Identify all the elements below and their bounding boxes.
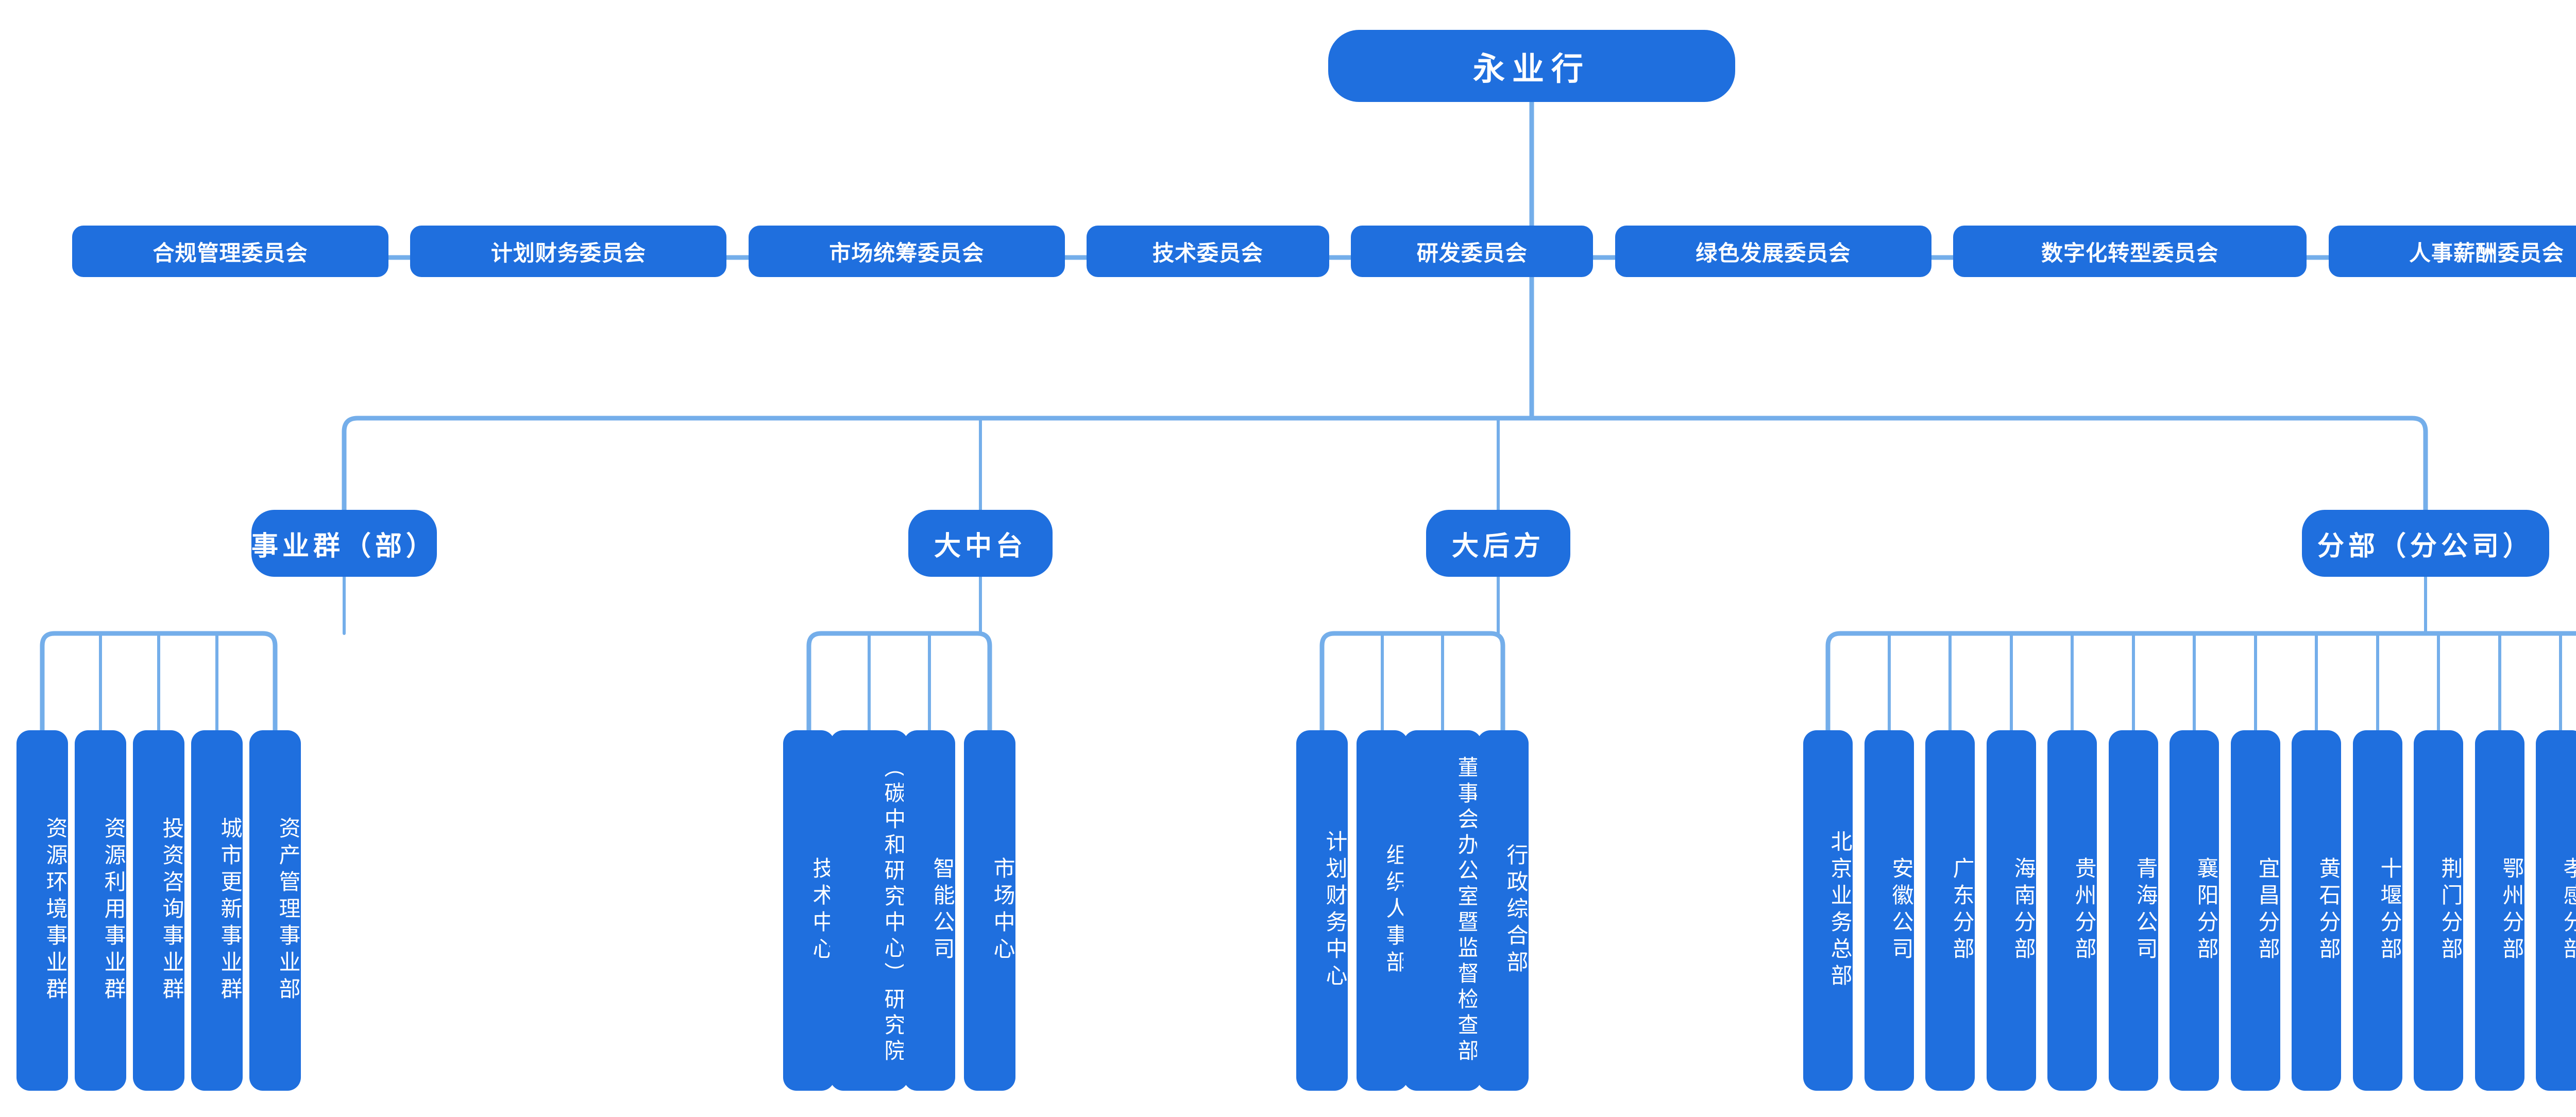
- leaf-label: 资源环境事业群: [43, 817, 67, 1004]
- committee-label: 研发委员会: [1416, 240, 1528, 265]
- leaf-node-3-3[interactable]: 董事会办公室暨监督检查部: [1403, 730, 1482, 1091]
- root-node[interactable]: 永业行: [1328, 30, 1735, 102]
- leaf-label: 计划财务中心: [1323, 830, 1347, 991]
- leaf-node-4-4[interactable]: 海南分部: [1987, 730, 2036, 1091]
- group-label: 事业群（部）: [251, 531, 437, 561]
- leaf-label: 城市更新事业群: [218, 817, 242, 1004]
- committee-label: 绿色发展委员会: [1696, 240, 1851, 265]
- group-label: 大中台: [934, 531, 1027, 561]
- group-node-1[interactable]: 事业群（部）: [251, 510, 437, 577]
- leaf-label: 青海公司: [2133, 857, 2158, 964]
- leaf-label: 襄阳分部: [2194, 857, 2218, 964]
- leaf-node-4-10[interactable]: 十堰分部: [2353, 730, 2402, 1091]
- group-label: 分部（分公司）: [2317, 531, 2534, 561]
- committee-7[interactable]: 数字化转型委员会: [1953, 226, 2307, 277]
- leaf-node-2-4[interactable]: 市场中心: [964, 730, 1015, 1091]
- leaf-label: 十堰分部: [2378, 857, 2402, 964]
- committee-label: 合规管理委员会: [152, 240, 308, 265]
- group-node-4[interactable]: 分部（分公司）: [2302, 510, 2549, 577]
- committee-5[interactable]: 研发委员会: [1351, 226, 1594, 277]
- leaf-label: 海南分部: [2011, 857, 2036, 964]
- leaf-label: 广东分部: [1950, 857, 1974, 964]
- leaf-node-1-1[interactable]: 资源环境事业群: [16, 730, 68, 1091]
- leaf-node-2-2[interactable]: （碳中和研究中心）研究院: [830, 730, 908, 1091]
- leaf-label: 智能公司: [930, 857, 955, 964]
- leaf-label: 荆门分部: [2438, 857, 2463, 964]
- leaf-node-4-6[interactable]: 青海公司: [2109, 730, 2158, 1091]
- leaf-label-line2: （碳中和研究中心）: [882, 756, 906, 988]
- leaf-node-3-1[interactable]: 计划财务中心: [1296, 730, 1348, 1091]
- committee-2[interactable]: 计划财务委员会: [410, 226, 727, 277]
- leaf-label: 贵州分部: [2072, 857, 2096, 964]
- leaf-node-4-13[interactable]: 孝感分部: [2536, 730, 2576, 1091]
- leaf-node-1-5[interactable]: 资产管理事业部: [249, 730, 301, 1091]
- committee-label: 数字化转型委员会: [2041, 240, 2219, 265]
- leaf-node-4-3[interactable]: 广东分部: [1925, 730, 1975, 1091]
- committee-3[interactable]: 市场统筹委员会: [748, 226, 1065, 277]
- committee-1[interactable]: 合规管理委员会: [72, 226, 388, 277]
- leaf-node-1-4[interactable]: 城市更新事业群: [191, 730, 243, 1091]
- leaf-node-4-9[interactable]: 黄石分部: [2292, 730, 2341, 1091]
- leaf-label: 黄石分部: [2316, 857, 2341, 964]
- leaf-label-line1: 暨监督检查部: [1455, 910, 1479, 1065]
- leaf-node-4-1[interactable]: 北京业务总部: [1803, 730, 1853, 1091]
- leaf-label: 孝感分部: [2561, 857, 2576, 964]
- leaf-label-line1: 研究院: [882, 988, 906, 1065]
- committee-4[interactable]: 技术委员会: [1087, 226, 1329, 277]
- leaf-label: 资源利用事业群: [101, 817, 126, 1004]
- leaf-node-4-5[interactable]: 贵州分部: [2047, 730, 2097, 1091]
- committee-8[interactable]: 人事薪酬委员会: [2328, 226, 2576, 277]
- leaf-node-1-2[interactable]: 资源利用事业群: [75, 730, 126, 1091]
- leaf-label: 鄂州分部: [2500, 857, 2524, 964]
- leaf-node-3-2[interactable]: 组织人事部: [1357, 730, 1408, 1091]
- group-node-2[interactable]: 大中台: [908, 510, 1053, 577]
- leaf-node-4-8[interactable]: 宜昌分部: [2231, 730, 2280, 1091]
- root-label: 永业行: [1472, 51, 1590, 87]
- leaf-node-4-11[interactable]: 荆门分部: [2414, 730, 2463, 1091]
- leaf-node-2-3[interactable]: 智能公司: [904, 730, 955, 1091]
- committee-label: 计划财务委员会: [490, 240, 646, 265]
- leaf-label: 行政综合部: [1504, 844, 1528, 977]
- leaf-label: 宜昌分部: [2256, 857, 2280, 964]
- committee-6[interactable]: 绿色发展委员会: [1615, 226, 1931, 277]
- group-label: 大后方: [1451, 531, 1545, 561]
- committee-label: 技术委员会: [1152, 240, 1263, 265]
- leaf-label: 北京业务总部: [1828, 830, 1852, 991]
- leaf-node-4-2[interactable]: 安徽公司: [1865, 730, 1914, 1091]
- leaf-node-3-4[interactable]: 行政综合部: [1477, 730, 1529, 1091]
- leaf-label-line2: 董事会办公室: [1455, 756, 1479, 910]
- leaf-label: 市场中心: [991, 857, 1015, 964]
- leaf-node-2-1[interactable]: 技术中心: [783, 730, 835, 1091]
- leaf-label: 资产管理事业部: [276, 817, 300, 1004]
- committee-label: 人事薪酬委员会: [2409, 240, 2565, 265]
- leaf-label: 投资咨询事业群: [160, 817, 184, 1004]
- leaf-label: 安徽公司: [1889, 857, 1913, 964]
- leaf-node-4-7[interactable]: 襄阳分部: [2170, 730, 2219, 1091]
- group-node-3[interactable]: 大后方: [1426, 510, 1570, 577]
- leaf-node-1-3[interactable]: 投资咨询事业群: [133, 730, 184, 1091]
- leaf-node-4-12[interactable]: 鄂州分部: [2475, 730, 2524, 1091]
- committee-label: 市场统筹委员会: [829, 240, 985, 265]
